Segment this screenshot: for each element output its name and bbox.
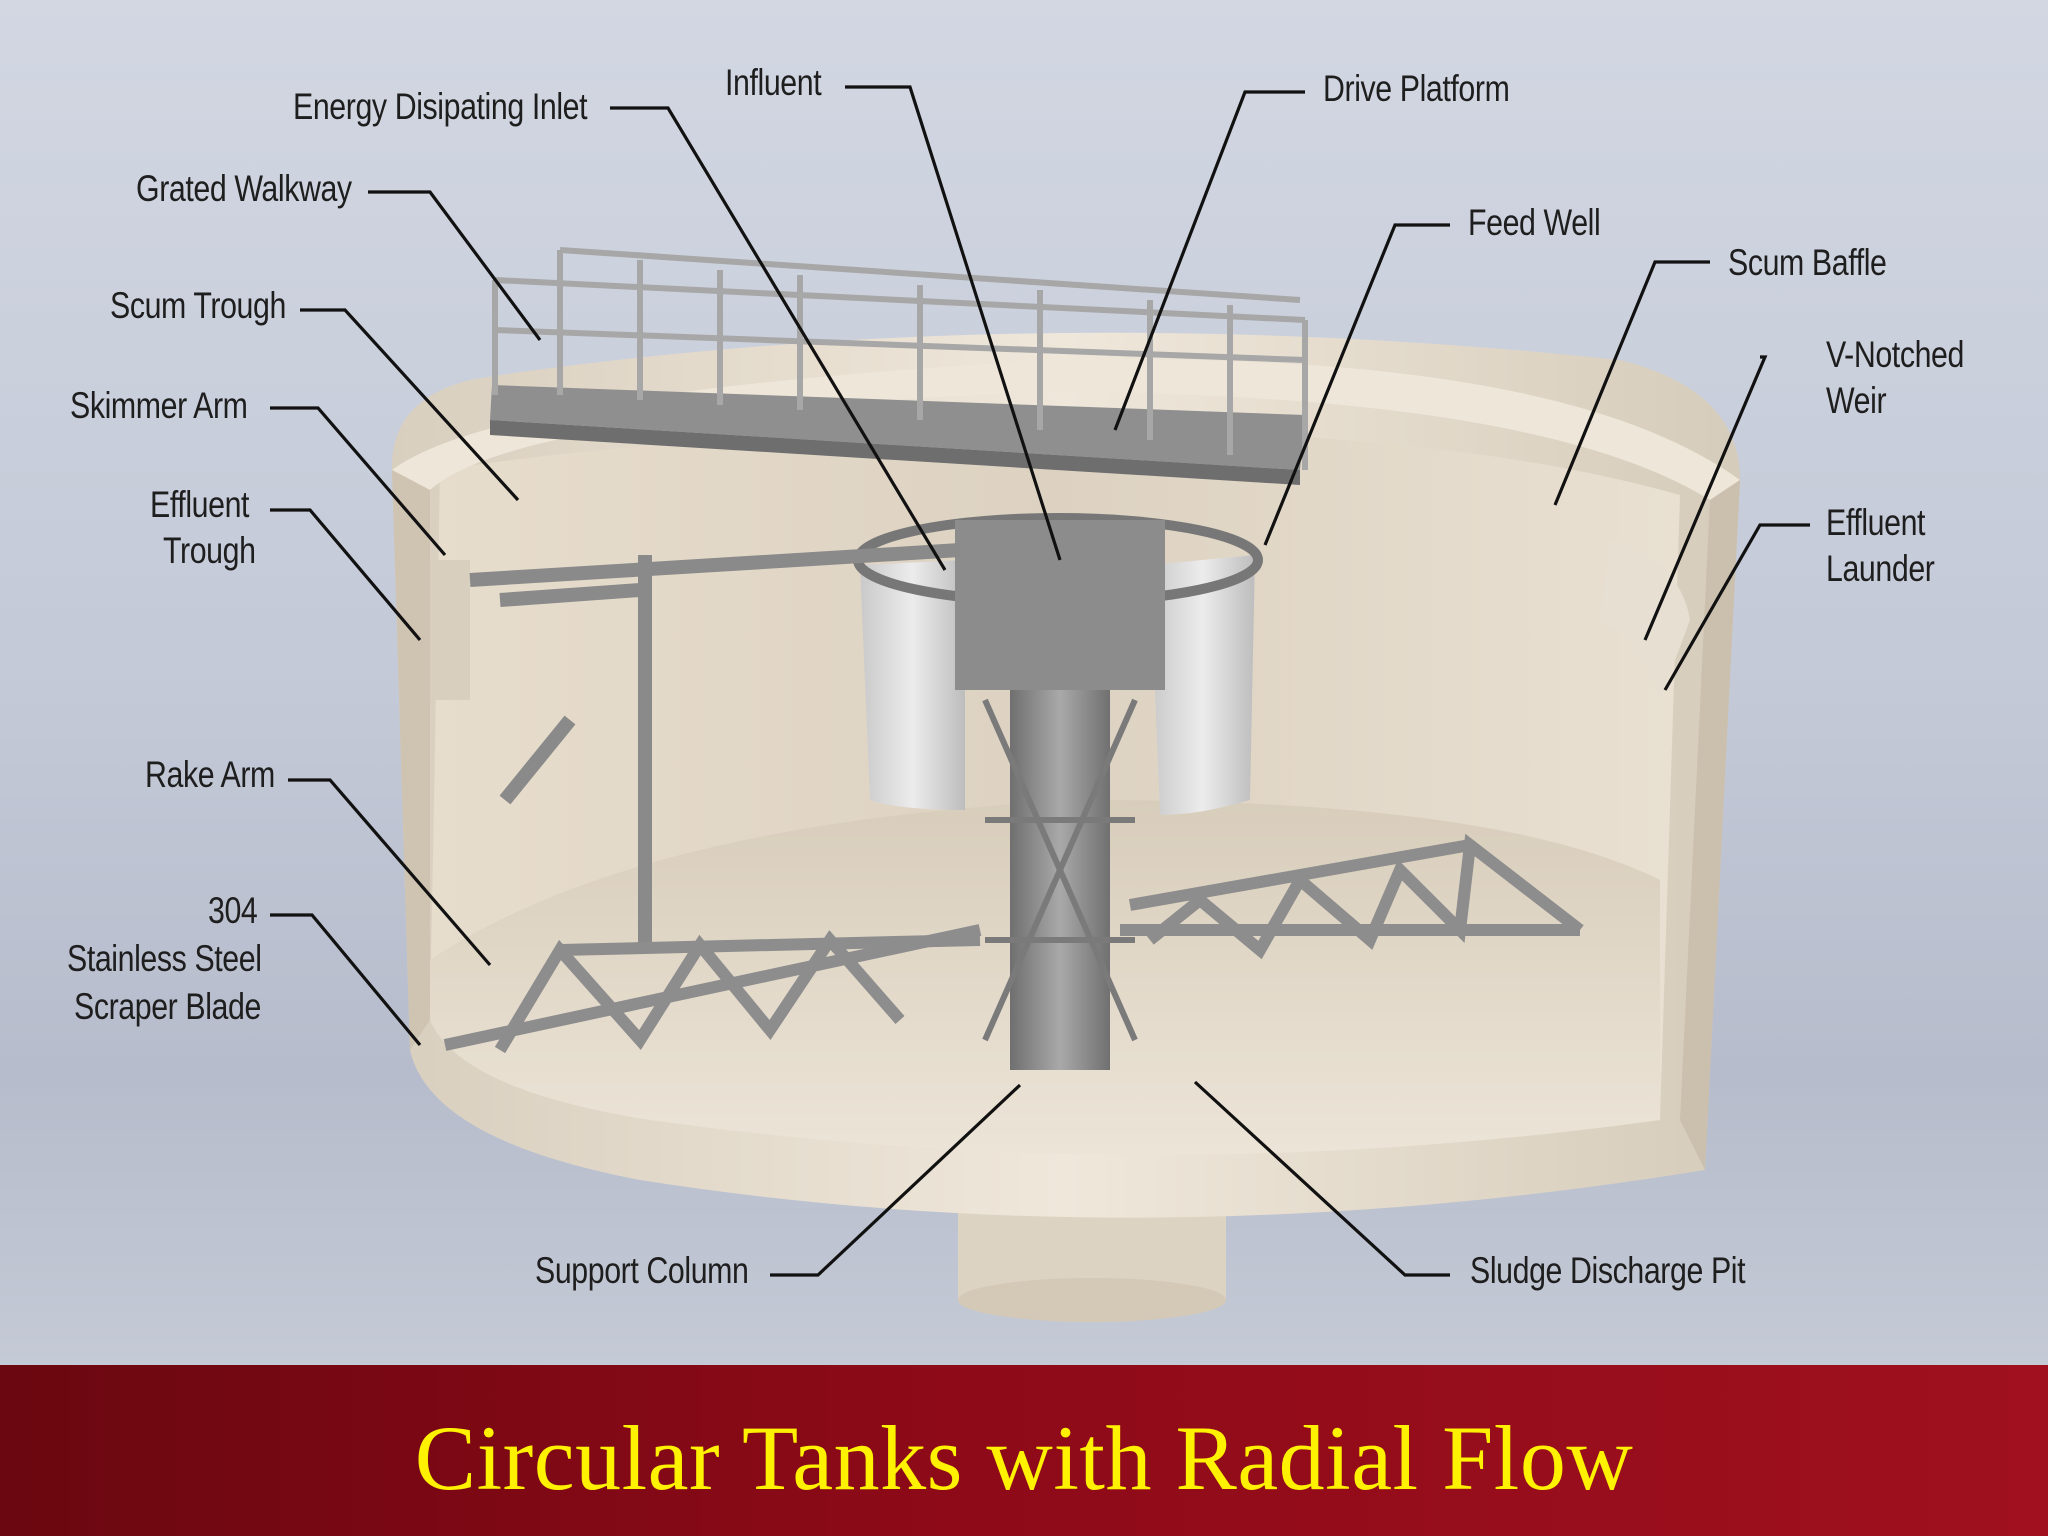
label-effluent-trough-1: Effluent <box>150 484 250 525</box>
leader-lines <box>270 85 1810 1277</box>
label-skimmer-arm: Skimmer Arm <box>70 385 248 426</box>
label-drive-platform: Drive Platform <box>1323 68 1510 109</box>
label-influent: Influent <box>725 62 822 103</box>
support-column-shape <box>982 690 1138 1070</box>
skimmer-arm-shape <box>469 543 961 950</box>
walkway-bridge <box>490 247 1308 485</box>
rake-arm-shape <box>443 833 1584 1054</box>
label-v-notched-weir-2: Weir <box>1826 380 1887 421</box>
label-effluent-trough-2: Trough <box>163 530 256 571</box>
label-grated-walkway: Grated Walkway <box>136 168 352 209</box>
title-banner: Circular Tanks with Radial Flow <box>0 1365 2048 1536</box>
label-scraper-blade-1: 304 <box>208 890 258 931</box>
label-v-notched-weir-1: V-Notched <box>1826 334 1964 375</box>
label-support-column: Support Column <box>535 1250 749 1291</box>
feed-well-shape <box>853 513 1263 815</box>
label-feed-well: Feed Well <box>1468 202 1601 243</box>
label-scum-trough: Scum Trough <box>110 285 286 326</box>
label-energy-dissipating-inlet: Energy Disipating Inlet <box>293 86 588 127</box>
label-scraper-blade-2: Stainless Steel <box>67 938 262 979</box>
label-rake-arm: Rake Arm <box>145 754 275 795</box>
clarifier-illustration <box>270 85 1810 1322</box>
slide-title: Circular Tanks with Radial Flow <box>414 1407 1634 1509</box>
label-sludge-discharge-pit: Sludge Discharge Pit <box>1470 1250 1746 1291</box>
label-scum-baffle: Scum Baffle <box>1728 242 1887 283</box>
label-effluent-launder-1: Effluent <box>1826 502 1926 543</box>
label-scraper-blade-3: Scraper Blade <box>74 986 261 1027</box>
label-effluent-launder-2: Launder <box>1826 548 1935 589</box>
diagram-area: Energy Disipating Inlet Influent Drive P… <box>67 62 1964 1322</box>
